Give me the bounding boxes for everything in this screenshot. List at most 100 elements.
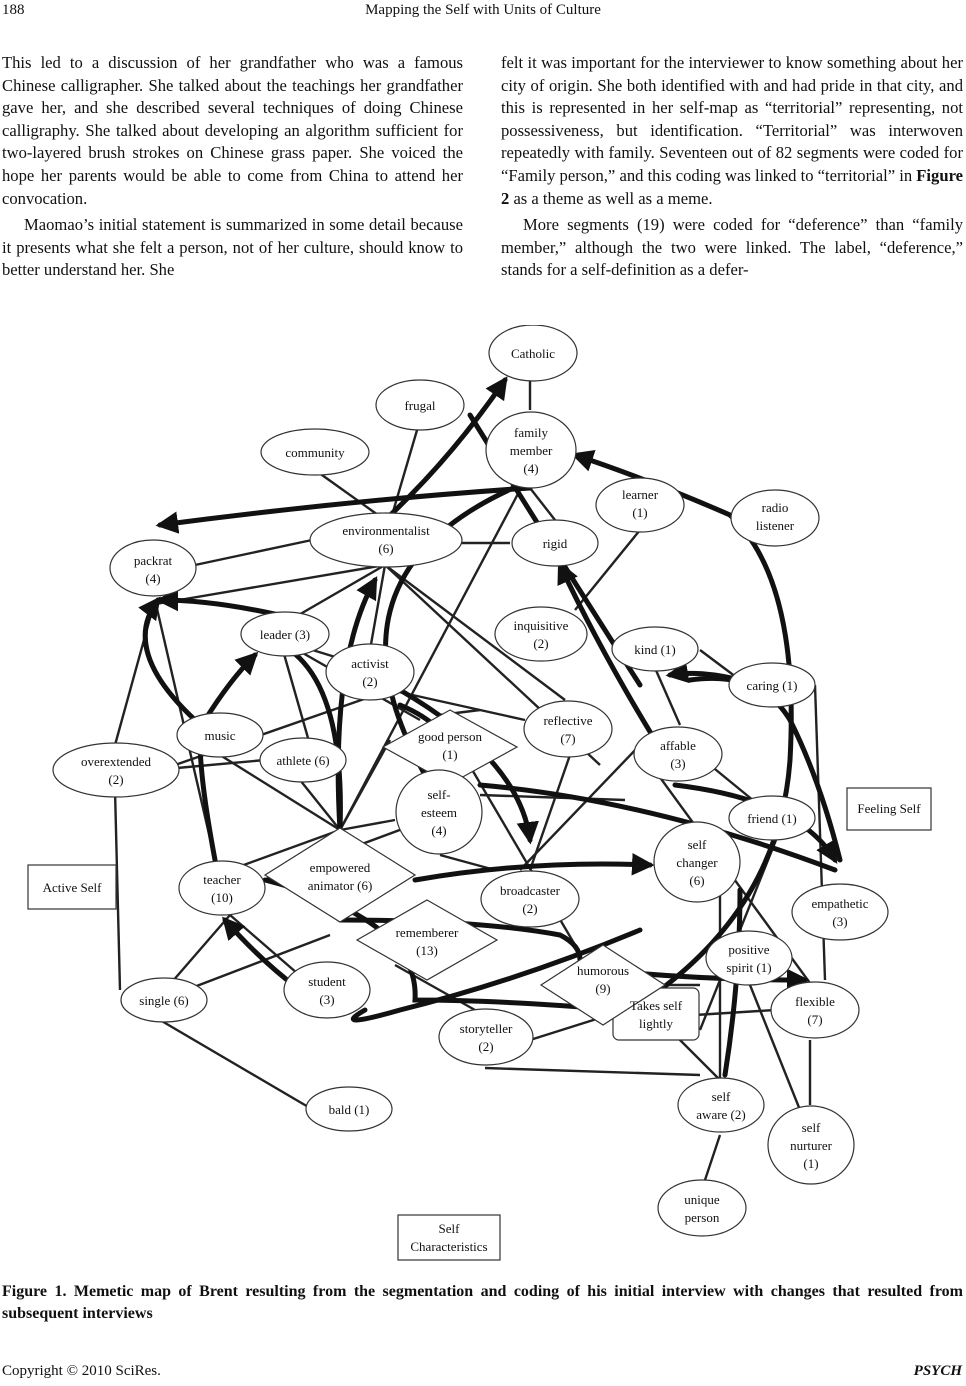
positive-spirit-node[interactable] [705,930,793,986]
unique-person-node[interactable] [657,1179,747,1237]
music-node[interactable] [176,712,264,758]
node-label: (13) [416,943,438,958]
environmentalist-node[interactable] [309,512,463,568]
flexible-node[interactable] [770,981,860,1039]
node-label: flexible [795,994,835,1009]
node-label: single (6) [139,993,188,1008]
athlete-node[interactable] [259,737,347,783]
node-label: listener [756,518,795,533]
node-label: Takes self [630,998,683,1013]
node-label: (3) [670,756,685,771]
figure-caption: Figure 1. Memetic map of Brent resulting… [2,1281,963,1325]
node-label: student [308,974,346,989]
humorous-diamond[interactable] [539,944,667,1026]
node-label: Catholic [511,346,555,361]
frugal-node[interactable] [375,379,465,431]
right-paragraph-2: More segments (19) were coded for “defer… [501,215,963,280]
page-header: 188 Mapping the Self with Units of Cultu… [0,2,966,24]
node-label: (2) [478,1039,493,1054]
node-label: (6) [689,873,704,888]
running-title: Mapping the Self with Units of Culture [365,2,601,18]
node-label: (2) [522,901,537,916]
node-label: changer [676,855,718,870]
node-label: aware (2) [696,1107,745,1122]
node-label: family [514,425,548,440]
node-label: (1) [632,505,647,520]
node-label: nurturer [790,1138,833,1153]
node-label: inquisitive [514,618,569,633]
node-label: (2) [108,772,123,787]
node-label: self- [427,787,450,802]
node-label: member [510,443,553,458]
self-changer-node[interactable] [653,821,741,903]
teacher-node[interactable] [178,860,266,916]
radio-listener-node[interactable] [730,489,820,547]
node-label: storyteller [460,1021,513,1036]
broadcaster-node[interactable] [480,870,580,928]
activist-node[interactable] [325,643,415,701]
node-label: bald (1) [329,1102,370,1117]
community-node[interactable] [260,428,370,476]
rememberer-diamond[interactable] [355,899,499,981]
node-label: animator (6) [308,878,373,893]
node-label: (3) [832,914,847,929]
node-label: leader (3) [260,627,310,642]
page-number: 188 [2,2,25,18]
single-node[interactable] [120,977,208,1023]
self-characteristics-box[interactable] [397,1214,501,1261]
overextended-node[interactable] [52,742,180,798]
affable-node[interactable] [633,726,723,782]
feeling-self-box[interactable] [846,787,932,831]
node-label: overextended [81,754,152,769]
node-label: activist [351,656,389,671]
node-label: affable [660,738,696,753]
node-label: (9) [595,981,610,996]
node-labels: Catholic frugal family member (4) commun… [43,346,922,1254]
node-label: (4) [431,823,446,838]
self-aware-node[interactable] [677,1077,765,1133]
self-esteem-node[interactable] [395,769,483,855]
family-member-node[interactable] [485,411,577,489]
inquisitive-node[interactable] [494,606,588,662]
figure-caption-label: Figure 1. [2,1283,67,1300]
node-label: radio [762,500,789,515]
node-label: (4) [523,461,538,476]
reflective-node[interactable] [523,700,613,758]
right-paragraph-1: felt it was important for the interviewe… [501,53,963,208]
node-label: (7) [560,731,575,746]
node-label: (4) [145,571,160,586]
left-column: This led to a discussion of her grandfat… [2,52,463,282]
node-label: reflective [543,713,592,728]
node-label: positive [728,942,769,957]
empathetic-node[interactable] [791,883,889,941]
node-label: (3) [319,992,334,1007]
self-nurturer-node[interactable] [767,1105,855,1185]
caring-node[interactable] [728,662,816,708]
node-label: (2) [362,674,377,689]
node-label: (6) [378,541,393,556]
active-self-box[interactable] [27,864,117,910]
node-label: (1) [803,1156,818,1171]
leader-node[interactable] [240,611,330,657]
figure-reference[interactable]: Figure 2 [501,165,963,208]
node-label: teacher [203,872,241,887]
right-column: felt it was important for the interviewe… [501,52,963,282]
packrat-node[interactable] [109,539,197,597]
bald-node[interactable] [305,1086,393,1132]
learner-node[interactable] [595,477,685,533]
node-label: athlete (6) [276,753,329,768]
node-label: rememberer [396,925,459,940]
student-node[interactable] [283,961,371,1019]
memetic-map-figure: Catholic frugal family member (4) commun… [0,325,966,1270]
storyteller-node[interactable] [438,1008,534,1066]
node-label: Characteristics [410,1239,487,1254]
rigid-node[interactable] [511,519,599,567]
friend-node[interactable] [728,795,816,841]
node-label: esteem [421,805,457,820]
catholic-node[interactable] [488,325,578,382]
node-label: Active Self [43,880,103,895]
node-label: frugal [404,398,435,413]
kind-node[interactable] [611,626,699,672]
node-label: broadcaster [500,883,561,898]
empowered-animator-diamond[interactable] [263,827,417,923]
